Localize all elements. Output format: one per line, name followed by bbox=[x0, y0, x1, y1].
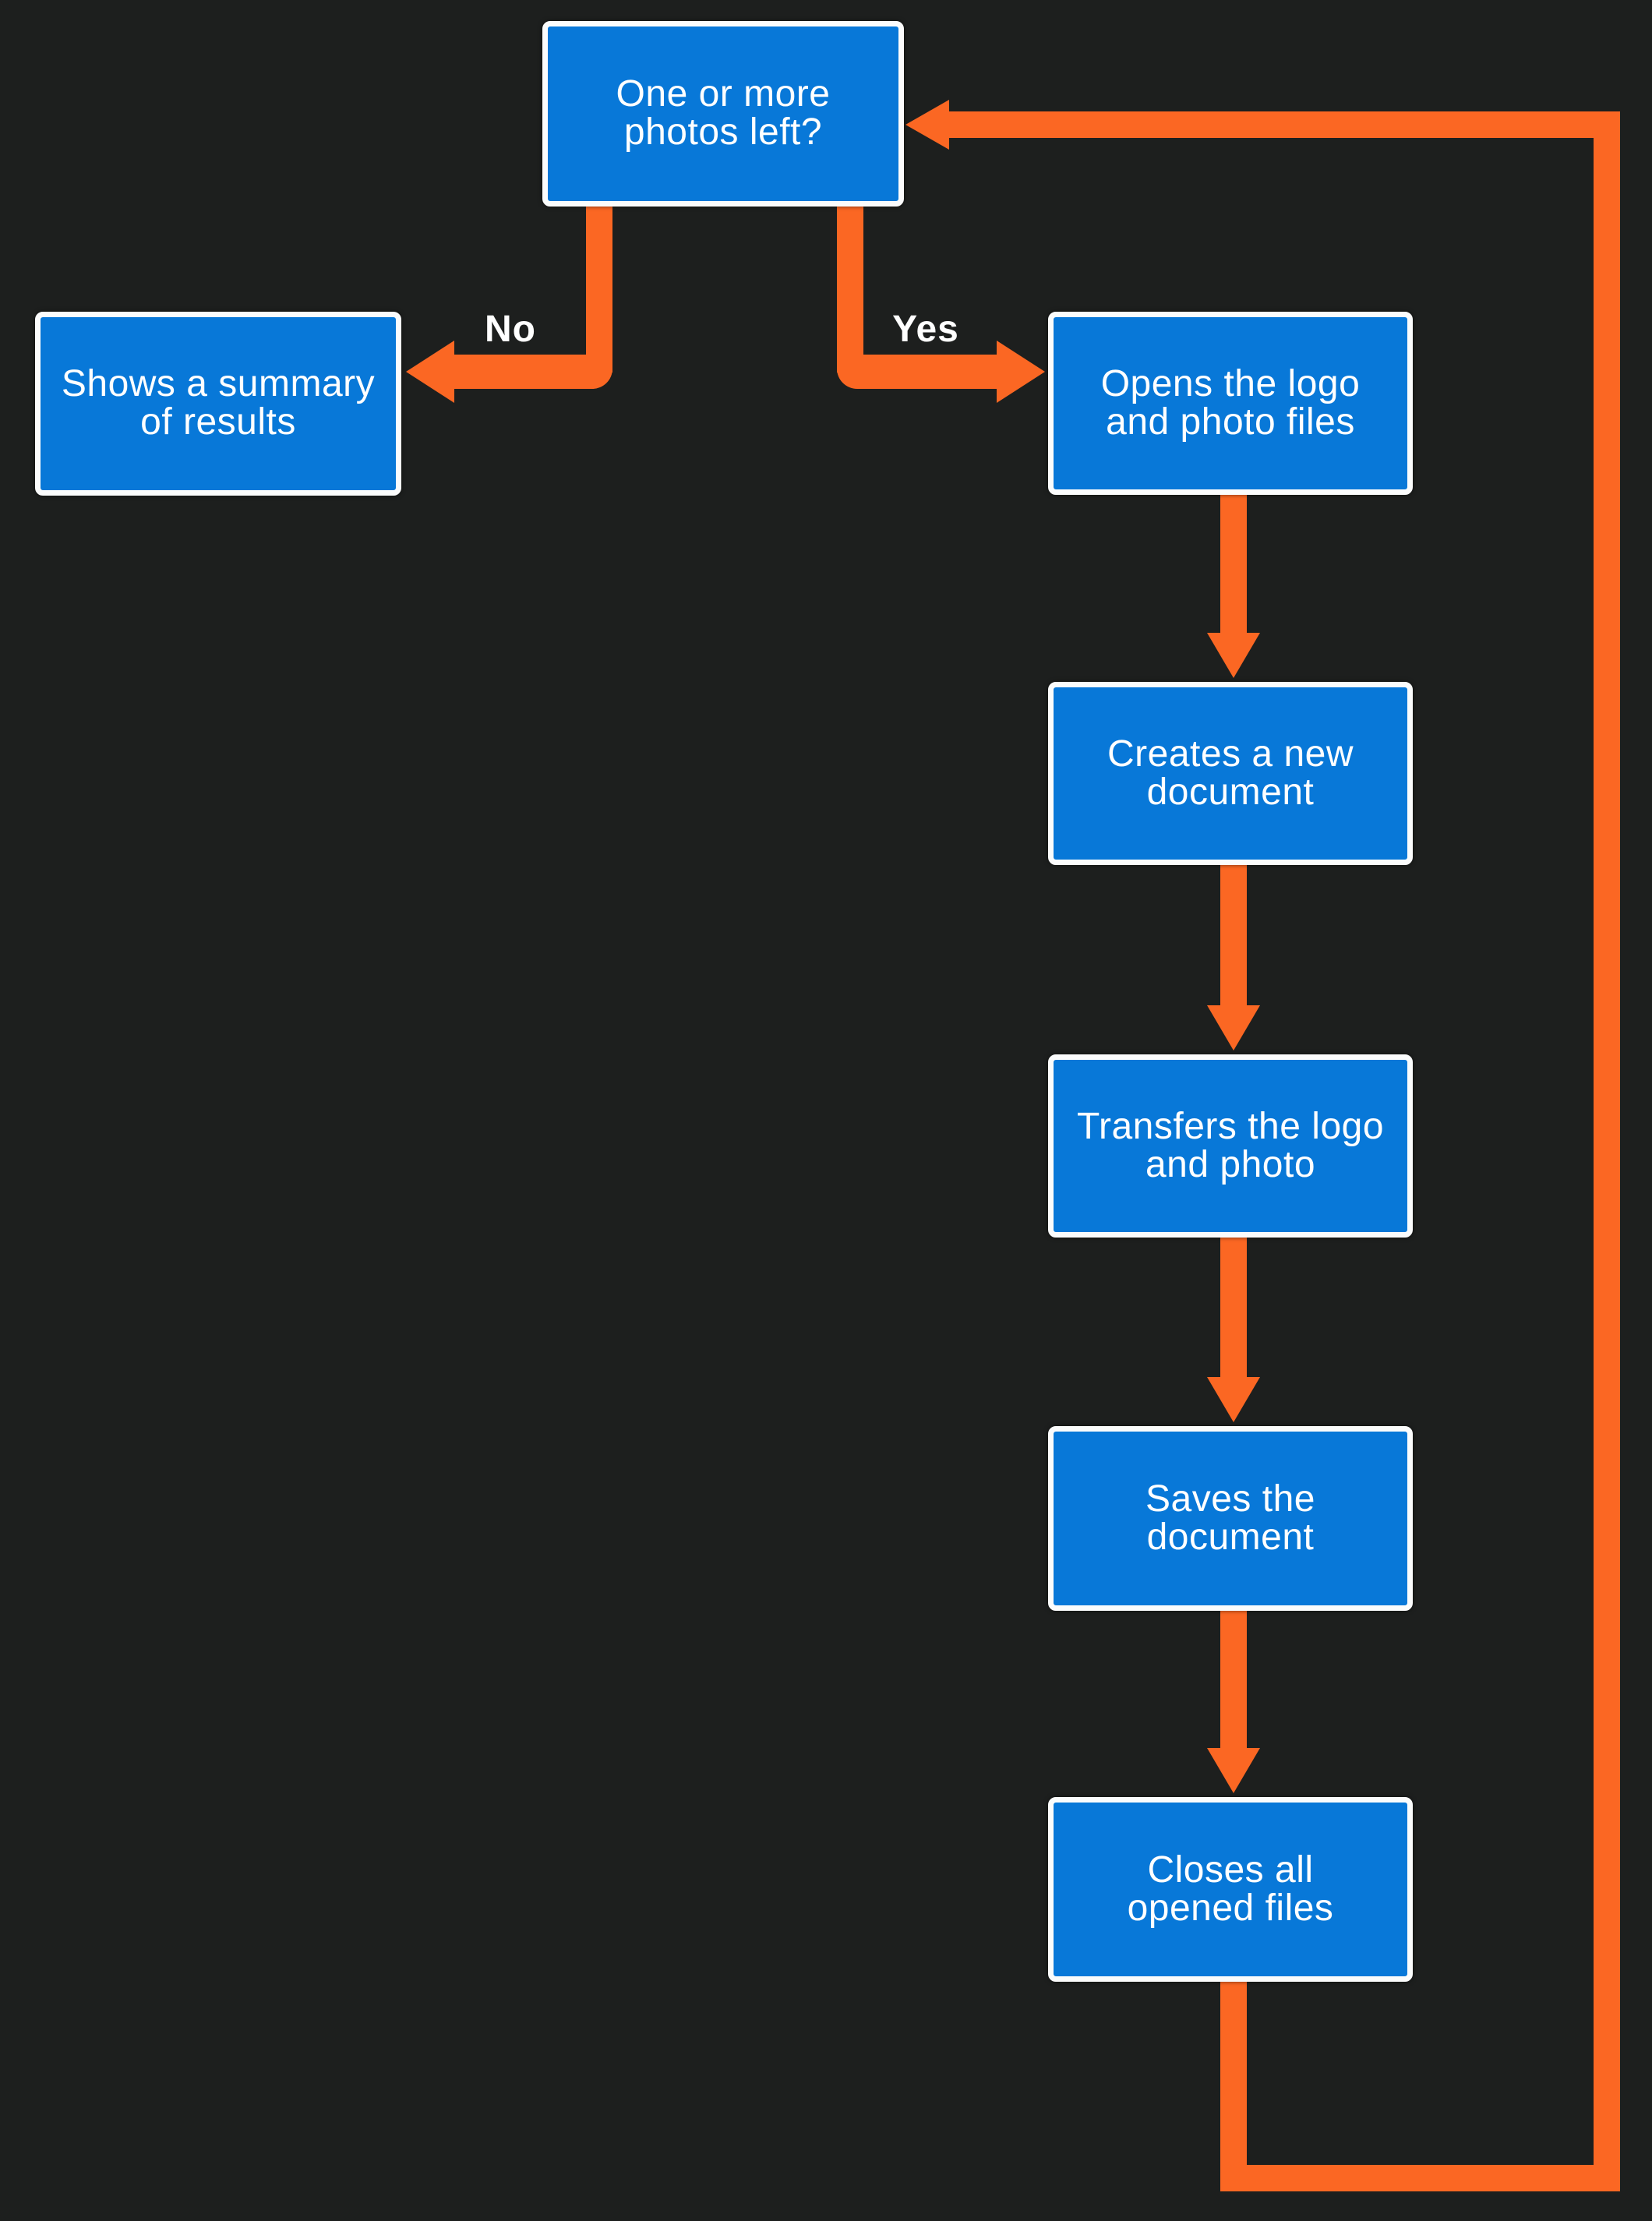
edge-label-yes: Yes bbox=[892, 309, 959, 350]
node-label: One or more photos left? bbox=[616, 73, 831, 153]
node-transfers-logo-and-photo: Transfers the logo and photo bbox=[1048, 1054, 1413, 1238]
yes-arrow-shaft bbox=[837, 355, 997, 389]
loop-arrow-head bbox=[905, 100, 949, 150]
loop-arrow-top-segment bbox=[948, 111, 1620, 138]
node-label: Saves the document bbox=[1145, 1478, 1315, 1558]
loop-arrow-bottom-segment bbox=[1220, 2165, 1620, 2191]
no-arrow-head bbox=[406, 341, 454, 403]
loop-arrow-stub-from-closes bbox=[1220, 1980, 1247, 2191]
yes-arrow-stub bbox=[837, 207, 863, 373]
arrow-creates-to-transfers-head bbox=[1207, 1005, 1260, 1050]
arrow-saves-to-closes-head bbox=[1207, 1748, 1260, 1793]
node-label: Opens the logo and photo files bbox=[1100, 362, 1361, 443]
edge-label-no: No bbox=[485, 309, 536, 350]
arrow-creates-to-transfers-shaft bbox=[1220, 863, 1247, 1007]
yes-arrow-head bbox=[997, 341, 1045, 403]
node-one-or-more-photos-left: One or more photos left? bbox=[542, 21, 904, 207]
node-label: Transfers the logo and photo bbox=[1076, 1105, 1385, 1185]
loop-arrow-right-segment bbox=[1594, 111, 1620, 2191]
arrow-saves-to-closes-shaft bbox=[1220, 1608, 1247, 1750]
node-label: Creates a new document bbox=[1107, 733, 1354, 813]
node-closes-all-opened-files: Closes all opened files bbox=[1048, 1797, 1413, 1982]
node-label: Closes all opened files bbox=[1127, 1848, 1334, 1929]
no-arrow-shaft bbox=[453, 355, 612, 389]
node-saves-document: Saves the document bbox=[1048, 1426, 1413, 1611]
arrow-opens-to-creates-head bbox=[1207, 633, 1260, 678]
arrow-transfers-to-saves-shaft bbox=[1220, 1236, 1247, 1379]
no-arrow-stub bbox=[586, 207, 612, 373]
node-opens-logo-and-photo-files: Opens the logo and photo files bbox=[1048, 312, 1413, 495]
arrow-transfers-to-saves-head bbox=[1207, 1377, 1260, 1422]
node-label: Shows a summary of results bbox=[61, 363, 376, 443]
arrow-opens-to-creates-shaft bbox=[1220, 493, 1247, 634]
node-creates-new-document: Creates a new document bbox=[1048, 682, 1413, 865]
node-shows-summary-of-results: Shows a summary of results bbox=[35, 312, 401, 496]
